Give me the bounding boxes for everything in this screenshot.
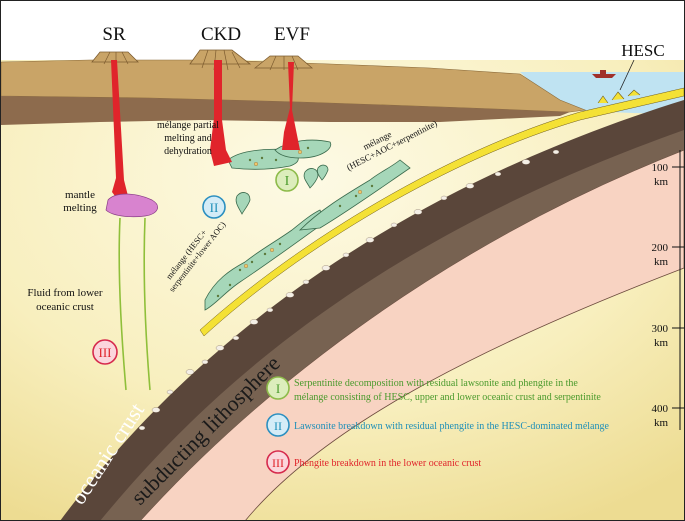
- volcano-sr: [91, 51, 139, 63]
- label-mantle-melting-1: mantle: [65, 189, 95, 201]
- hesc-pointer: [619, 59, 635, 91]
- depth-400-value: 400: [652, 403, 669, 415]
- melange-lower: [204, 209, 326, 311]
- volcano-ckd: [189, 49, 252, 65]
- magma-evf: [282, 62, 300, 150]
- marker-I: I: [275, 168, 299, 192]
- label-ckd: CKD: [201, 24, 241, 45]
- legend-item-I: I Serpentinite decomposition with residu…: [266, 376, 601, 403]
- marker-III-text: III: [99, 345, 112, 360]
- legend-II-text-1: Lawsonite breakdown with residual phengi…: [294, 421, 609, 432]
- legend-I-text-2: mélange consisting of HESC, upper and lo…: [294, 392, 601, 403]
- melange-diapir-small-b: [303, 168, 319, 189]
- label-sr: SR: [102, 24, 126, 45]
- melange-upper-slab: [298, 159, 411, 231]
- label-hesc: HESC: [621, 41, 664, 60]
- label-melange-partial-2: melting and: [164, 133, 212, 144]
- depth-100-unit: km: [654, 176, 669, 188]
- melange-diapir-small-c: [316, 164, 329, 181]
- depth-300-unit: km: [654, 337, 669, 349]
- melange-diapir-small-a: [235, 192, 251, 215]
- ship-icon: [592, 70, 616, 78]
- label-evf: EVF: [274, 24, 310, 45]
- melange-bodies: [204, 139, 411, 311]
- magma-sr: [111, 60, 128, 200]
- depth-200-value: 200: [652, 242, 669, 254]
- melange-clasts-yellow: [244, 150, 362, 268]
- legend-II-numeral: II: [274, 419, 282, 433]
- label-melange-partial-3: dehydration: [164, 146, 212, 157]
- legend-III-text-1: Phengite breakdown in the lower oceanic …: [294, 458, 481, 469]
- label-fluid-1: Fluid from lower: [27, 287, 102, 299]
- hesc-exposure: [597, 89, 641, 104]
- depth-400-unit: km: [654, 417, 669, 429]
- depth-300-value: 300: [652, 323, 669, 335]
- marker-I-text: I: [285, 174, 290, 189]
- magma-conduits: [111, 60, 300, 200]
- legend-item-II: II Lawsonite breakdown with residual phe…: [266, 413, 609, 437]
- label-fluid-2: oceanic crust: [36, 301, 94, 313]
- fluid-paths: [118, 217, 151, 391]
- marker-III: III: [92, 339, 118, 365]
- lower-oceanic-crust: [100, 130, 684, 521]
- lower-crust: [1, 96, 570, 125]
- legend: I Serpentinite decomposition with residu…: [266, 376, 609, 474]
- legend-III-numeral: III: [272, 456, 284, 470]
- legend-I-numeral: I: [276, 381, 280, 396]
- legend-I-text-1: Serpentinite decomposition with residual…: [294, 378, 578, 389]
- depth-200-unit: km: [654, 256, 669, 268]
- legend-item-III: III Phengite breakdown in the lower ocea…: [266, 450, 481, 474]
- depth-100-value: 100: [652, 162, 669, 174]
- label-mantle-melting-2: melting: [63, 202, 97, 214]
- melange-texture: [216, 146, 374, 298]
- depth-scale: 100 km 200 km 300 km 400 km: [652, 150, 684, 430]
- crust-clasts: [138, 149, 560, 431]
- magma-ckd: [210, 60, 232, 166]
- marker-II: II: [202, 195, 226, 219]
- marker-II-text: II: [210, 200, 219, 215]
- mantle-melt-zone: [105, 193, 158, 218]
- label-melange-partial-1: mélange partial: [157, 120, 219, 131]
